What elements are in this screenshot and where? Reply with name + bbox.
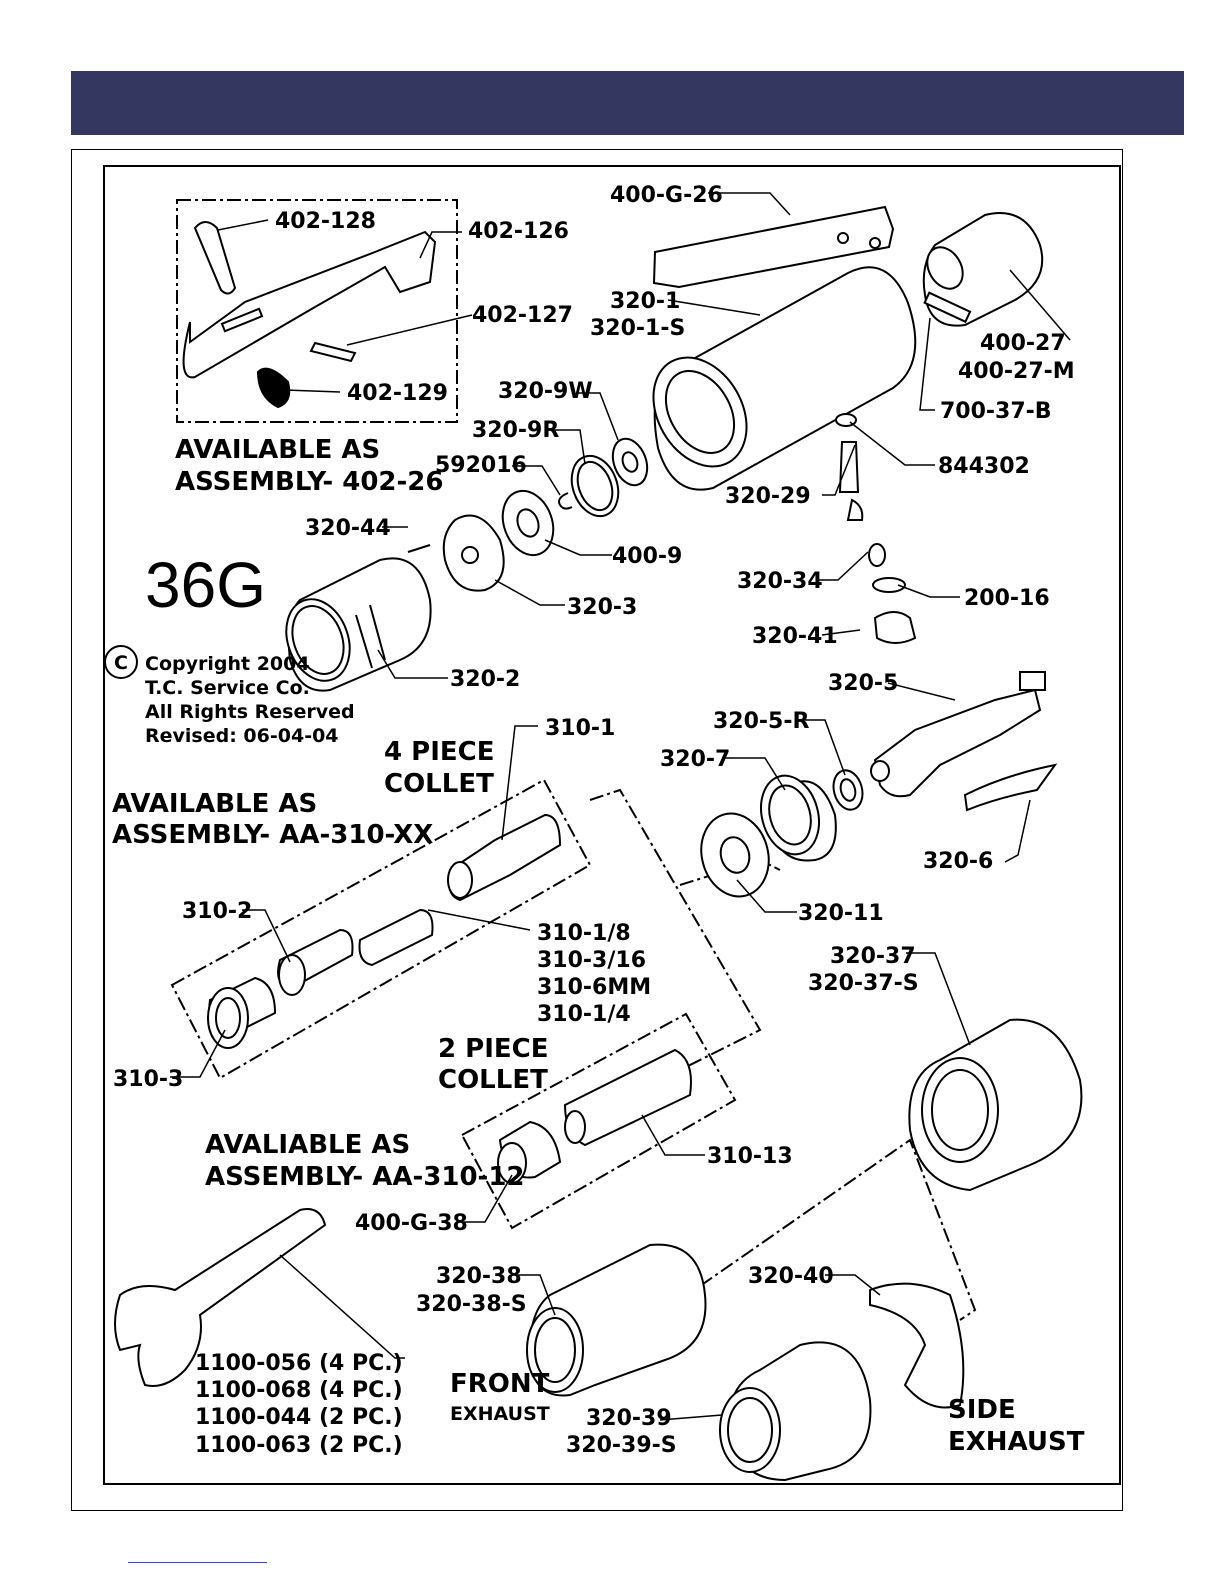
label-320-39-S: 320-39-S <box>566 1433 677 1458</box>
label-320-38-S: 320-38-S <box>416 1292 527 1317</box>
notes: AVAILABLE AS ASSEMBLY- 402-26 4 PIECE CO… <box>112 435 1085 1457</box>
leader-lines <box>170 192 1071 1421</box>
end-plate-drawing <box>407 514 505 592</box>
front-exhaust-2: EXHAUST <box>450 1403 550 1425</box>
label-320-6: 320-6 <box>923 849 993 874</box>
collet-2-assembly-2: ASSEMBLY- AA-310-12 <box>205 1162 525 1192</box>
label-400-G-38: 400-G-38 <box>355 1211 468 1236</box>
side-exhaust-1: SIDE <box>948 1395 1016 1425</box>
header-bar <box>71 71 1184 135</box>
label-310-13: 310-13 <box>707 1144 793 1169</box>
trigger-assembly-box <box>176 199 458 423</box>
label-400-G-26: 400-G-26 <box>610 183 723 208</box>
label-310-1-4: 310-1/4 <box>537 1002 631 1027</box>
front-housing-drawing <box>908 1018 1083 1192</box>
label-310-3: 310-3 <box>113 1067 183 1092</box>
label-402-128: 402-128 <box>275 209 376 234</box>
label-400-27: 400-27 <box>980 331 1066 356</box>
handle-drawing <box>652 205 895 289</box>
diagram-frame <box>103 165 1121 1485</box>
inlet-drawing <box>922 212 1044 327</box>
collet-4-assembly-1: AVAILABLE AS <box>112 789 317 819</box>
label-320-38: 320-38 <box>436 1264 522 1289</box>
collet-4-drawing <box>207 813 562 1049</box>
wrench-1100-056: 1100-056 (4 PC.) <box>195 1351 403 1376</box>
label-310-1-8: 310-1/8 <box>537 921 631 946</box>
label-320-41: 320-41 <box>752 624 838 649</box>
collet-2-assembly-1: AVALIABLE AS <box>205 1130 410 1160</box>
label-320-29: 320-29 <box>725 484 811 509</box>
label-844302: 844302 <box>938 454 1030 479</box>
label-400-9: 400-9 <box>612 544 682 569</box>
wrench-1100-063: 1100-063 (2 PC.) <box>195 1433 403 1458</box>
label-320-37: 320-37 <box>830 944 916 969</box>
label-320-3: 320-3 <box>567 595 637 620</box>
label-320-2: 320-2 <box>450 667 520 692</box>
label-320-44: 320-44 <box>305 516 391 541</box>
label-320-1: 320-1 <box>610 289 680 314</box>
label-200-16: 200-16 <box>964 586 1050 611</box>
label-320-5-R: 320-5-R <box>713 709 809 734</box>
trigger-assembly-note-1: AVAILABLE AS <box>175 435 380 465</box>
copyright-symbol: C <box>114 652 128 674</box>
collet-2-title-2: COLLET <box>438 1065 548 1095</box>
copyright-line-1: Copyright 2004 <box>145 653 310 675</box>
collet-4-assembly-2: ASSEMBLY- AA-310-XX <box>112 820 433 850</box>
side-exhaust-2: EXHAUST <box>948 1427 1085 1457</box>
label-320-9R: 320-9R <box>472 418 559 443</box>
collet-2-drawing <box>497 1048 692 1184</box>
copyright-line-3: All Rights Reserved <box>145 701 355 723</box>
wrench-1100-044: 1100-044 (2 PC.) <box>195 1405 403 1430</box>
label-320-7: 320-7 <box>660 747 730 772</box>
label-402-126: 402-126 <box>468 219 569 244</box>
exhaust-drawing <box>526 1243 965 1482</box>
label-310-3-16: 310-3/16 <box>537 948 646 973</box>
copyright-icon <box>104 645 138 679</box>
collet-4-box <box>170 778 592 1080</box>
label-402-129: 402-129 <box>347 381 448 406</box>
cylinder-drawing <box>285 557 432 692</box>
page-frame <box>71 149 1123 1511</box>
bearings-drawing <box>700 769 864 898</box>
collet-2-title-1: 2 PIECE <box>438 1034 548 1064</box>
label-402-127: 402-127 <box>472 303 573 328</box>
collet-4-title-2: COLLET <box>384 769 494 799</box>
collet-2-box <box>460 1012 737 1230</box>
label-400-27-M: 400-27-M <box>958 359 1075 384</box>
label-592016: 592016 <box>435 453 527 478</box>
label-700-37-B: 700-37-B <box>940 399 1052 424</box>
housing-drawing <box>652 266 917 491</box>
label-320-37-S: 320-37-S <box>808 971 919 996</box>
copyright-block: C Copyright 2004 T.C. Service Co. All Ri… <box>104 645 355 747</box>
label-320-34: 320-34 <box>737 569 823 594</box>
copyright-line-4: Revised: 06-04-04 <box>145 725 339 747</box>
label-320-1-S: 320-1-S <box>590 316 685 341</box>
part-labels: 402-128 402-126 402-127 402-129 400-G-26… <box>113 183 1075 1458</box>
label-320-39: 320-39 <box>586 1406 672 1431</box>
trigger-lever-drawing <box>182 221 437 409</box>
washers-drawing <box>501 413 917 644</box>
front-exhaust-1: FRONT <box>450 1369 550 1399</box>
copyright-line-2: T.C. Service Co. <box>145 677 310 699</box>
wrench-drawing <box>114 1208 327 1387</box>
label-320-40: 320-40 <box>748 1264 834 1289</box>
model-number: 36G <box>145 549 266 621</box>
label-310-6MM: 310-6MM <box>537 975 651 1000</box>
label-310-2: 310-2 <box>182 899 252 924</box>
label-310-1: 310-1 <box>545 716 615 741</box>
footer-rule <box>128 1562 267 1563</box>
label-320-9W: 320-9W <box>498 379 593 404</box>
label-320-5: 320-5 <box>828 671 898 696</box>
trigger-assembly-note-2: ASSEMBLY- 402-26 <box>175 467 443 497</box>
wrench-1100-068: 1100-068 (4 PC.) <box>195 1378 403 1403</box>
label-320-11: 320-11 <box>798 901 884 926</box>
rotor-drawing <box>870 671 1058 812</box>
collet-4-title-1: 4 PIECE <box>384 737 494 767</box>
